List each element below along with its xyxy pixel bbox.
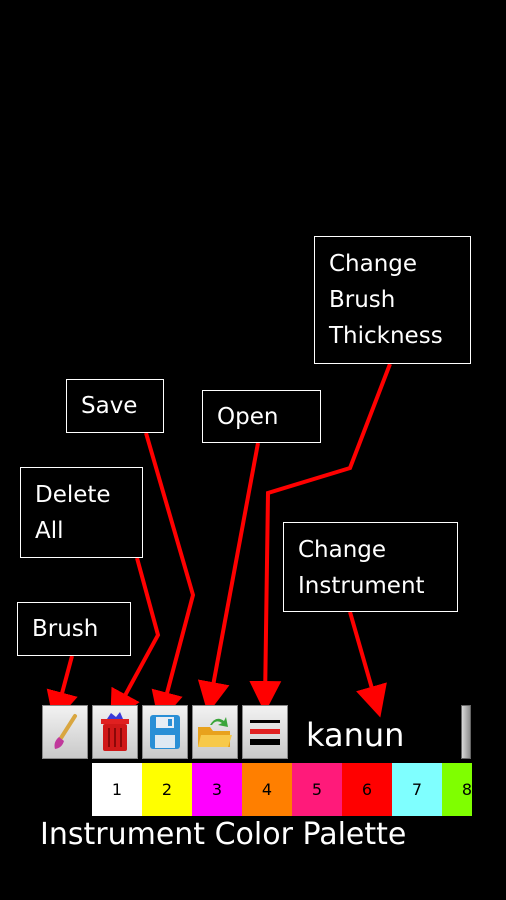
callout-save: Save [66,379,164,433]
scroll-handle[interactable] [461,705,471,759]
palette-caption: Instrument Color Palette [40,817,407,852]
callout-change-brush-thickness: Change Brush Thickness [314,236,471,364]
callout-delete-all: Delete All [20,467,143,558]
floppy-disk-icon [150,715,180,749]
instrument-arrow [348,611,387,718]
color-swatch-3[interactable]: 3 [192,763,242,816]
callout-change-instrument: Change Instrument [283,522,458,612]
open-button[interactable] [192,705,238,759]
save-button[interactable] [142,705,188,759]
color-swatch-5[interactable]: 5 [292,763,342,816]
color-swatch-6[interactable]: 6 [342,763,392,816]
color-swatch-8[interactable]: 8 [442,763,472,816]
brush-arrow [46,655,78,724]
callout-brush: Brush [17,602,131,656]
paintbrush-icon [54,714,77,749]
brush-thickness-button[interactable] [242,705,288,759]
brush-button[interactable] [42,705,88,759]
delete-all-button[interactable] [92,705,138,759]
color-swatch-1[interactable]: 1 [92,763,142,816]
color-swatch-2[interactable]: 2 [142,763,192,816]
color-swatch-4[interactable]: 4 [242,763,292,816]
lines-icon [250,720,280,745]
instrument-name[interactable]: kanun [306,716,405,754]
open-folder-icon [198,717,232,747]
save-arrow [144,432,196,724]
thickness-arrow [249,363,392,713]
delete-arrow [110,557,161,723]
color-swatch-7[interactable]: 7 [392,763,442,816]
trash-icon [101,712,129,751]
callout-open: Open [202,390,321,443]
open-arrow [197,442,260,714]
